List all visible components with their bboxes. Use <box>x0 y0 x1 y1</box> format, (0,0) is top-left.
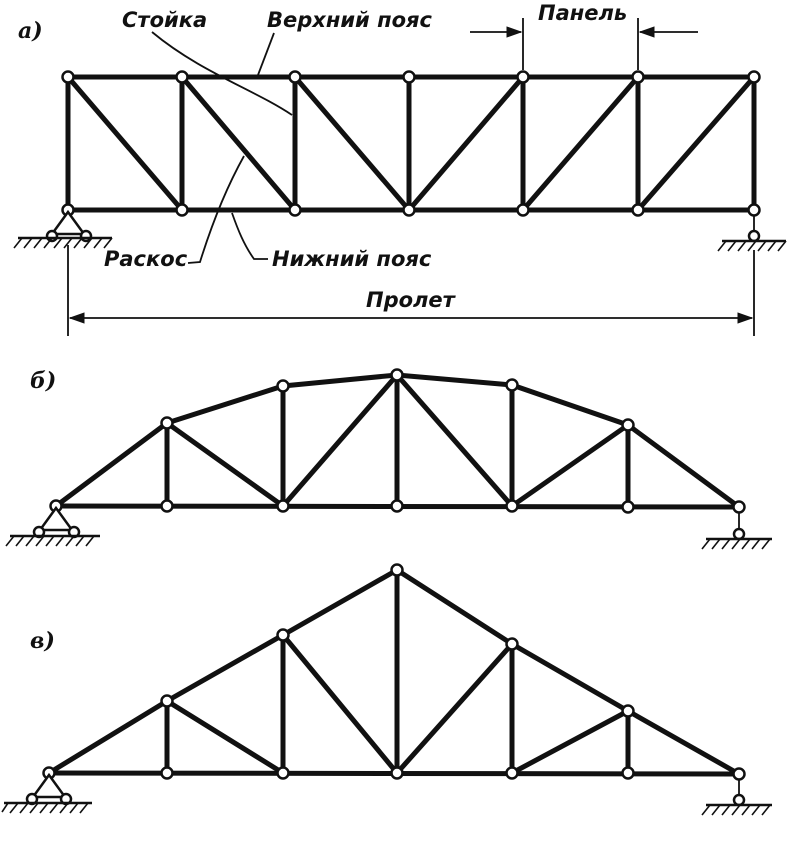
diagonal <box>406 74 526 213</box>
node <box>175 203 189 217</box>
diagonal <box>280 632 400 776</box>
node <box>160 416 174 430</box>
diagonal <box>164 420 286 509</box>
node <box>747 70 761 84</box>
node <box>390 368 404 382</box>
label-diagonal: Раскос <box>104 247 188 271</box>
node <box>276 379 290 393</box>
top-chord <box>46 567 742 777</box>
node <box>402 203 416 217</box>
node <box>631 203 645 217</box>
node <box>276 766 290 780</box>
label-top-chord: Верхний пояс <box>267 8 432 32</box>
node <box>160 766 174 780</box>
truss-b-tag: б) <box>30 368 56 394</box>
diagonal <box>509 708 631 776</box>
truss-b-members <box>53 372 742 510</box>
node <box>288 70 302 84</box>
diagonal <box>635 74 757 213</box>
diagonal <box>394 372 515 509</box>
node <box>390 766 404 780</box>
node <box>276 499 290 513</box>
label-span: Пролет <box>366 288 457 312</box>
node <box>747 203 761 217</box>
pinned-support-b <box>5 505 100 547</box>
leader-top-chord <box>257 32 275 76</box>
node <box>61 70 75 84</box>
truss-c-nodes <box>42 563 746 781</box>
truss-a: а) <box>13 1 787 336</box>
truss-c: в) <box>1 563 772 816</box>
diagonal <box>179 74 298 213</box>
node <box>276 628 290 642</box>
truss-a-nodes <box>61 70 761 217</box>
label-panel: Панель <box>538 1 627 25</box>
truss-b: б) <box>5 368 772 550</box>
diagonal <box>520 74 641 213</box>
node <box>160 694 174 708</box>
pinned-support-c <box>1 772 92 814</box>
truss-c-members <box>46 567 742 777</box>
truss-a-members <box>65 74 757 213</box>
diagonal <box>394 641 515 776</box>
node <box>505 499 519 513</box>
node <box>516 70 530 84</box>
node <box>175 70 189 84</box>
node <box>390 499 404 513</box>
node <box>505 637 519 651</box>
node <box>390 563 404 577</box>
node <box>621 500 635 514</box>
label-bottom-chord: Нижний пояс <box>272 247 432 271</box>
diagonal <box>292 74 412 213</box>
node <box>621 418 635 432</box>
node <box>516 203 530 217</box>
node <box>732 500 746 514</box>
label-post: Стойка <box>122 8 207 32</box>
node <box>621 766 635 780</box>
node <box>621 704 635 718</box>
node <box>160 499 174 513</box>
node <box>288 203 302 217</box>
leader-post <box>151 31 293 116</box>
node <box>631 70 645 84</box>
leader-bottom-chord <box>231 212 268 260</box>
leader-diagonal <box>187 155 245 264</box>
diagonal <box>65 74 185 213</box>
diagonal <box>164 698 286 776</box>
pinned-support-a <box>13 209 113 249</box>
node <box>402 70 416 84</box>
truss-b-nodes <box>49 368 746 514</box>
node <box>505 766 519 780</box>
diagonal <box>509 422 631 509</box>
node <box>732 767 746 781</box>
diagonal <box>280 372 400 509</box>
truss-a-tag: а) <box>18 18 43 44</box>
node <box>505 378 519 392</box>
roller-support-c <box>701 780 772 816</box>
truss-c-tag: в) <box>30 628 55 654</box>
roller-support-b <box>701 513 772 550</box>
roller-support-a <box>717 216 787 252</box>
